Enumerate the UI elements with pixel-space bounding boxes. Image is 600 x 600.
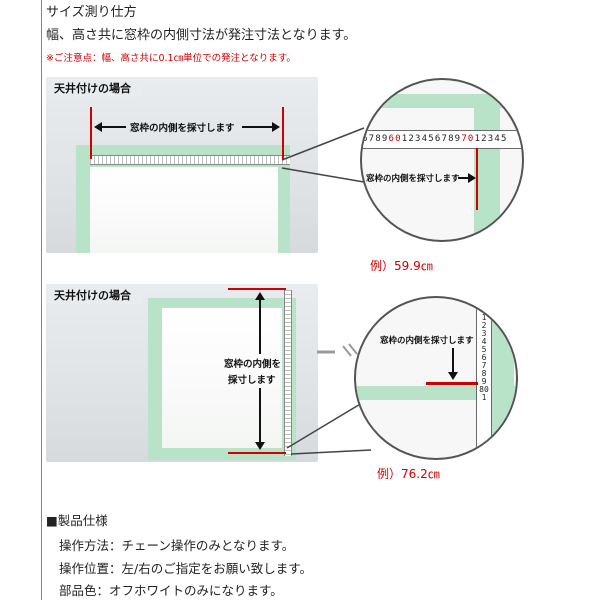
- ruler-digit: 5: [481, 345, 487, 354]
- ruler-red-80: 80: [479, 385, 489, 394]
- ruler-digit: 3: [481, 329, 487, 338]
- ruler-digit: 8: [481, 369, 487, 378]
- zoom-measure-line: [476, 148, 478, 210]
- zoom-arrow-line: [452, 348, 454, 374]
- zoom-arrow-right-icon: [468, 173, 476, 183]
- width-arrow-line-right: [242, 126, 272, 128]
- ruler-digit: 4: [481, 337, 487, 346]
- zoom-frame-side: [474, 94, 500, 240]
- zoom-ruler: 6789601234567897012345: [362, 130, 522, 149]
- section-subtitle: 幅、高さ共に窓枠の内側寸法が発注寸法となります。: [46, 28, 357, 43]
- ruler-digit: 2: [481, 321, 487, 330]
- ruler-digit: 6: [481, 353, 487, 362]
- measure-limit-left: [90, 107, 92, 159]
- zoom-measure-line: [426, 382, 478, 385]
- zoom-callout-height: 窓枠の内側を採寸します: [380, 336, 474, 346]
- photo-label-box: [46, 284, 142, 304]
- spec-operation-method: 操作方法：チェーン操作のみとなります。: [59, 538, 295, 553]
- measure-limit-right: [282, 107, 284, 159]
- example-height: 例）76.2㎝: [377, 467, 440, 481]
- height-arrow-line-bottom: [259, 388, 261, 442]
- section-title: サイズ測り仕方: [46, 5, 137, 20]
- spec-part-color: 部品色：オフホワイトのみになります。: [59, 583, 283, 598]
- height-callout-line2: 採寸します: [228, 375, 276, 386]
- example-width: 例）59.9㎝: [370, 259, 433, 273]
- window-pane: [162, 308, 282, 448]
- vertical-tape-measure: [284, 290, 292, 456]
- measure-limit-top: [228, 288, 286, 290]
- measure-limit-bottom: [228, 452, 286, 454]
- arrow-up-icon: [255, 292, 265, 300]
- zoom-connector-bottom: [286, 343, 372, 455]
- width-callout: 窓枠の内側を採寸します: [130, 123, 235, 134]
- ruler-red-70: 70: [479, 305, 489, 314]
- spec-operation-position: 操作位置：左/右のご指定をお願い致します。: [59, 561, 312, 576]
- ruler-digit: 1: [481, 313, 487, 322]
- zoom-callout-width: 窓枠の内側を採寸します: [366, 174, 460, 184]
- spec-heading: ■製品仕様: [46, 513, 108, 528]
- zoom-circle-width: 6789601234567897012345 窓枠の内側を採寸します: [360, 78, 524, 242]
- arrow-down-icon: [255, 442, 265, 450]
- photo-label: 天井付けの場合: [54, 82, 131, 95]
- photo-width-measurement: 天井付けの場合 窓枠の内側を採寸します: [46, 77, 318, 253]
- width-arrow-line-left: [100, 126, 126, 128]
- ruler-digit: 9: [481, 377, 487, 386]
- left-border-line: [41, 0, 42, 600]
- height-callout-line1: 窓枠の内側を: [224, 359, 282, 370]
- photo-label-box: [46, 77, 142, 97]
- zoom-circle-height: 70 1 2 3 4 5 6 7 8 9 80 1 窓枠の内側を採寸します: [354, 296, 518, 460]
- caution-note: ※ご注意点：幅、高さ共に0.1㎝単位での発注となります。: [46, 53, 296, 64]
- arrow-left-icon: [94, 122, 102, 132]
- window-pane: [90, 167, 278, 253]
- zoom-vertical-ruler: 70 1 2 3 4 5 6 7 8 9 80 1: [476, 298, 492, 458]
- arrow-right-icon: [272, 122, 280, 132]
- tape-measure: [90, 155, 290, 165]
- zoom-connector-top: [281, 127, 365, 183]
- photo-height-measurement: 天井付けの場合 窓枠の内側を 採寸します: [46, 284, 318, 462]
- ruler-digit: 1: [481, 393, 487, 402]
- height-arrow-line-top: [259, 300, 261, 354]
- zoom-arrow-down-icon: [448, 372, 458, 380]
- photo-label: 天井付けの場合: [54, 289, 131, 302]
- zoom-arrow-line: [458, 177, 468, 179]
- ruler-digit: 7: [481, 361, 487, 370]
